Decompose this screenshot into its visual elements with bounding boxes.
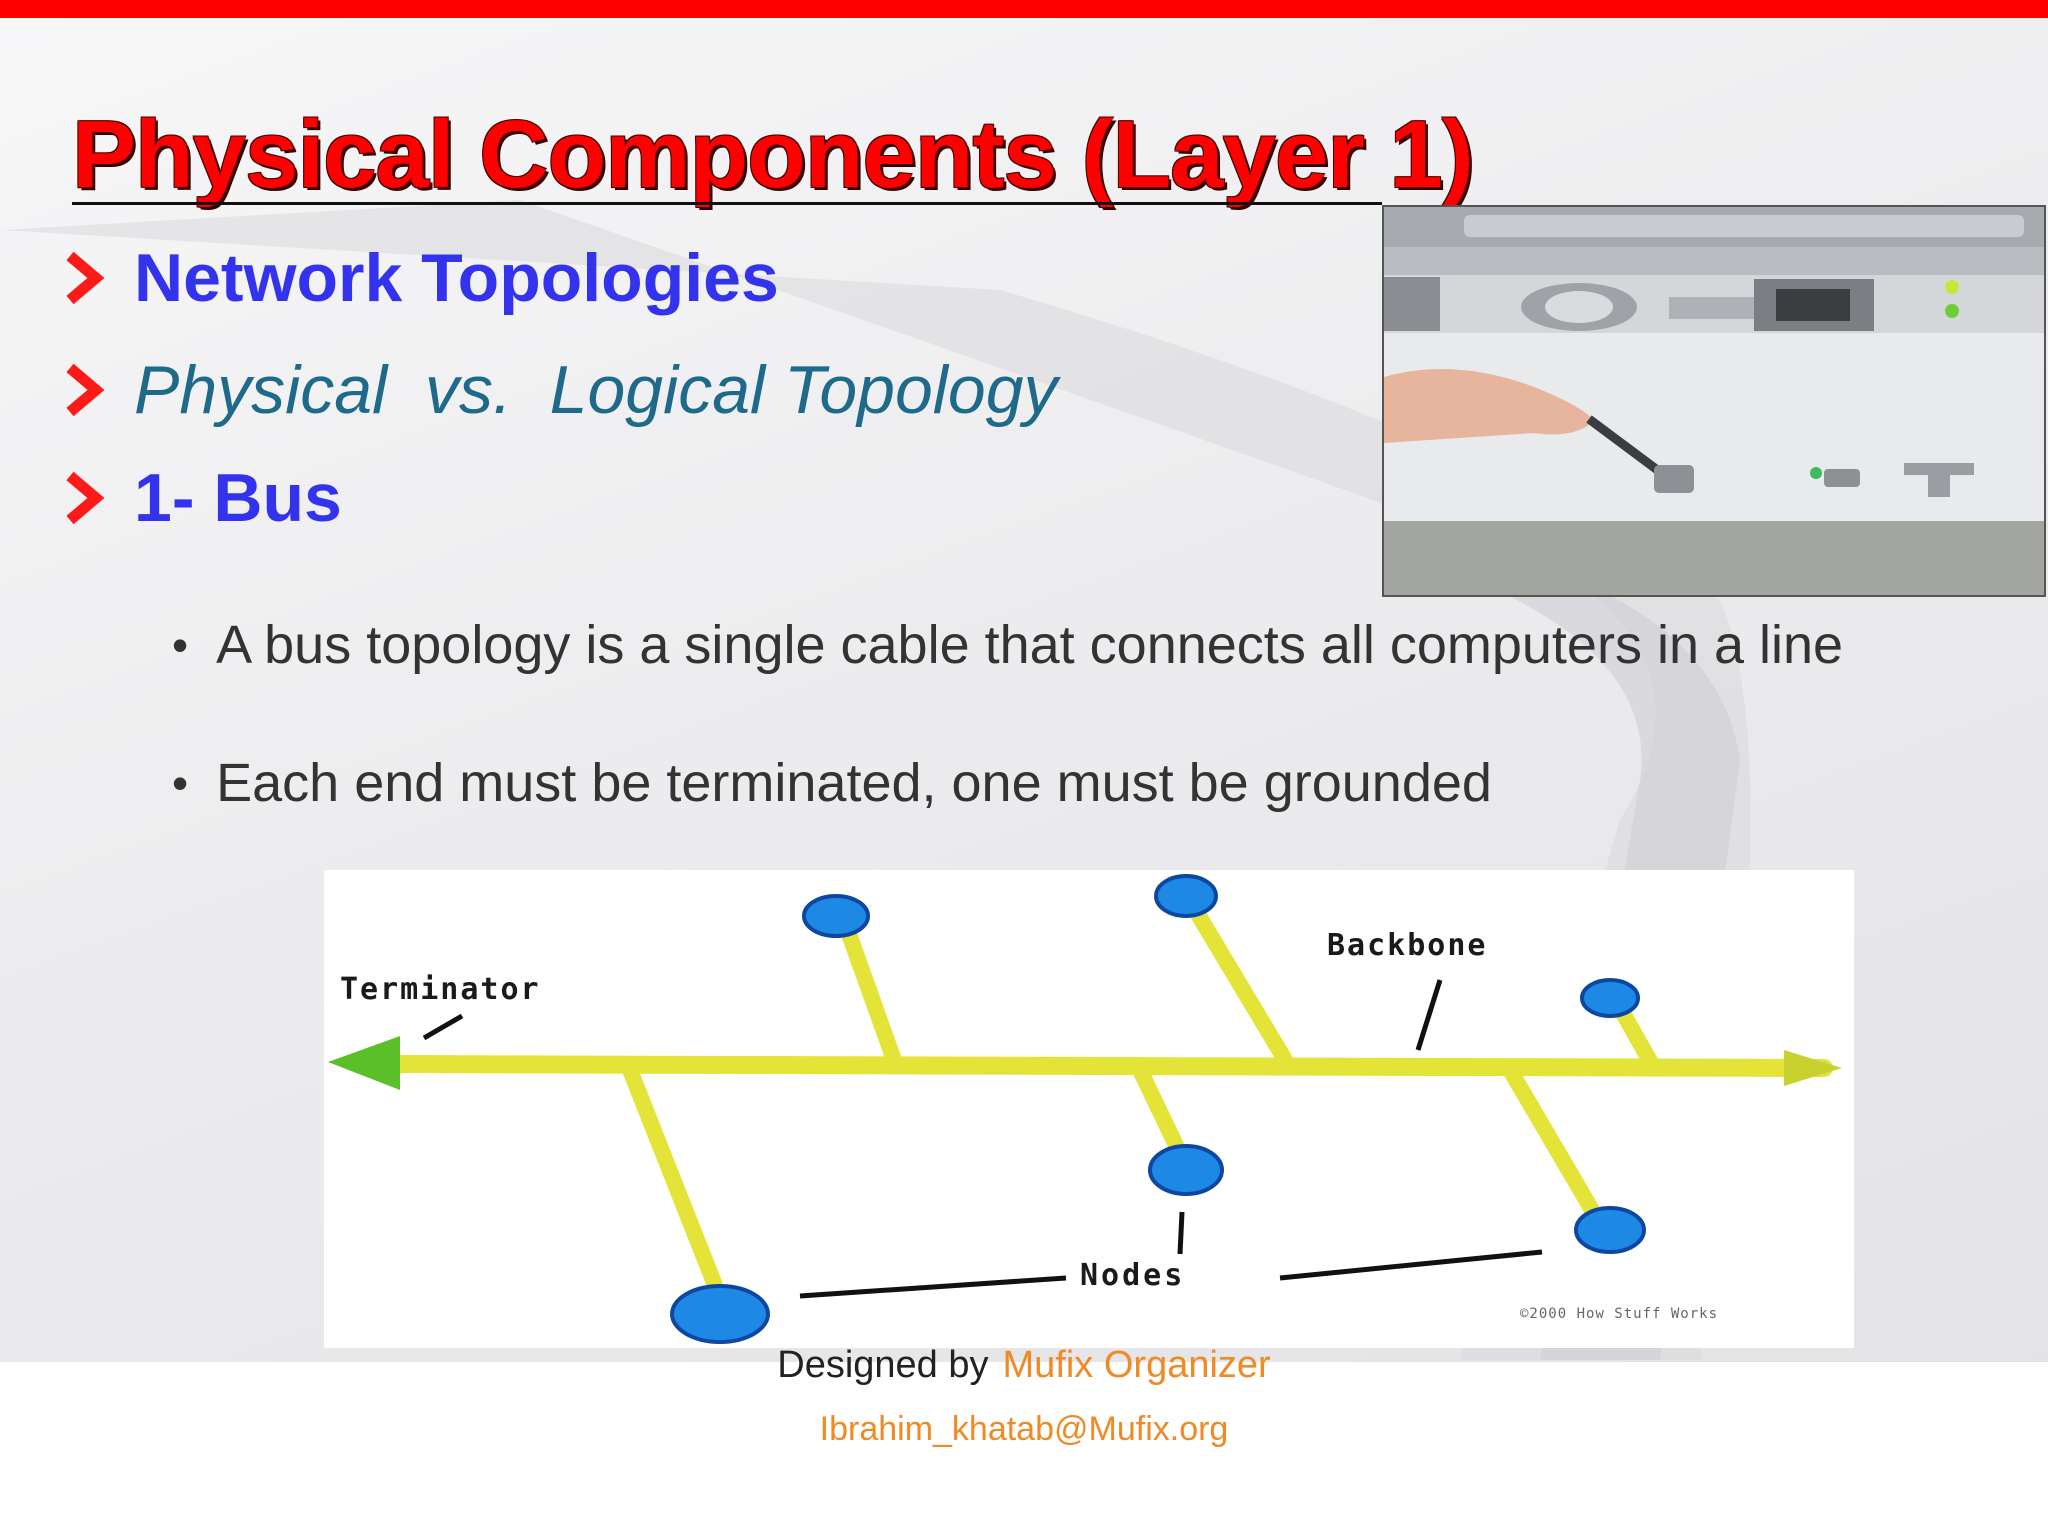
node-icon [670,1284,770,1344]
bus-diagram-graphic [328,874,1842,1344]
terminator-right-icon [1784,1050,1842,1086]
branch-line [1502,1062,1600,1218]
footer-credit: Designed by Mufix Organizer [0,1344,2048,1387]
node-icon [1154,874,1218,918]
copyright-label: ©2000 How Stuff Works [1520,1306,1719,1322]
backbone-line [375,1055,1833,1077]
bus-topology-diagram: Terminator Backbone Nodes ©2000 How Stuf… [324,870,1854,1348]
terminator-left-icon [328,1036,400,1090]
bullet-dot-icon: • [172,619,189,671]
footer-band [0,1362,2048,1536]
sub-bullet-2: • Each end must be terminated, one must … [172,748,1492,818]
branch-line [836,912,902,1068]
sub-bullet-1: • A bus topology is a single cable that … [172,610,1843,680]
branch-line [622,1062,732,1316]
top-accent-bar [0,0,2048,18]
sub-bullet-text: A bus topology is a single cable that co… [216,615,1844,675]
bullet-text: Physical vs. Logical Topology [134,352,1058,428]
branch-line [1179,888,1292,1066]
chevron-right-icon [66,471,104,525]
chevron-right-icon [66,363,104,417]
node-icon [802,894,870,938]
slide-title: Physical Components (Layer 1) [72,101,1474,208]
footer-email: Ibrahim_khatab@Mufix.org [819,1410,1229,1448]
node-icon [1580,978,1640,1018]
bullet-physical-vs-logical: Physical vs. Logical Topology [64,350,1058,430]
bullet-text: 1- Bus [134,460,342,536]
pointer-line [1177,1211,1185,1255]
photo-illustration [1384,207,2044,595]
title-underline [72,202,1382,205]
bullet-text: Network Topologies [134,240,779,316]
node-icon [1574,1206,1646,1254]
backbone-label: Backbone [1327,928,1488,963]
pointer-line [799,1275,1067,1299]
pointer-line [1279,1249,1543,1281]
bullet-network-topologies: Network Topologies [64,238,779,318]
sub-bullet-text: Each end must be terminated, one must be… [216,753,1492,813]
pointer-line [1415,979,1443,1051]
pointer-line [422,1013,464,1041]
organizer-name: Mufix Organizer [1002,1344,1271,1386]
designed-by-text: Designed by [777,1344,989,1386]
bnc-connector-photo [1382,205,2046,597]
node-icon [1148,1144,1224,1196]
nodes-label: Nodes [1080,1258,1186,1293]
bullet-dot-icon: • [172,757,189,809]
chevron-right-icon [66,251,104,305]
terminator-label: Terminator [340,972,541,1007]
bullet-bus: 1- Bus [64,458,342,538]
